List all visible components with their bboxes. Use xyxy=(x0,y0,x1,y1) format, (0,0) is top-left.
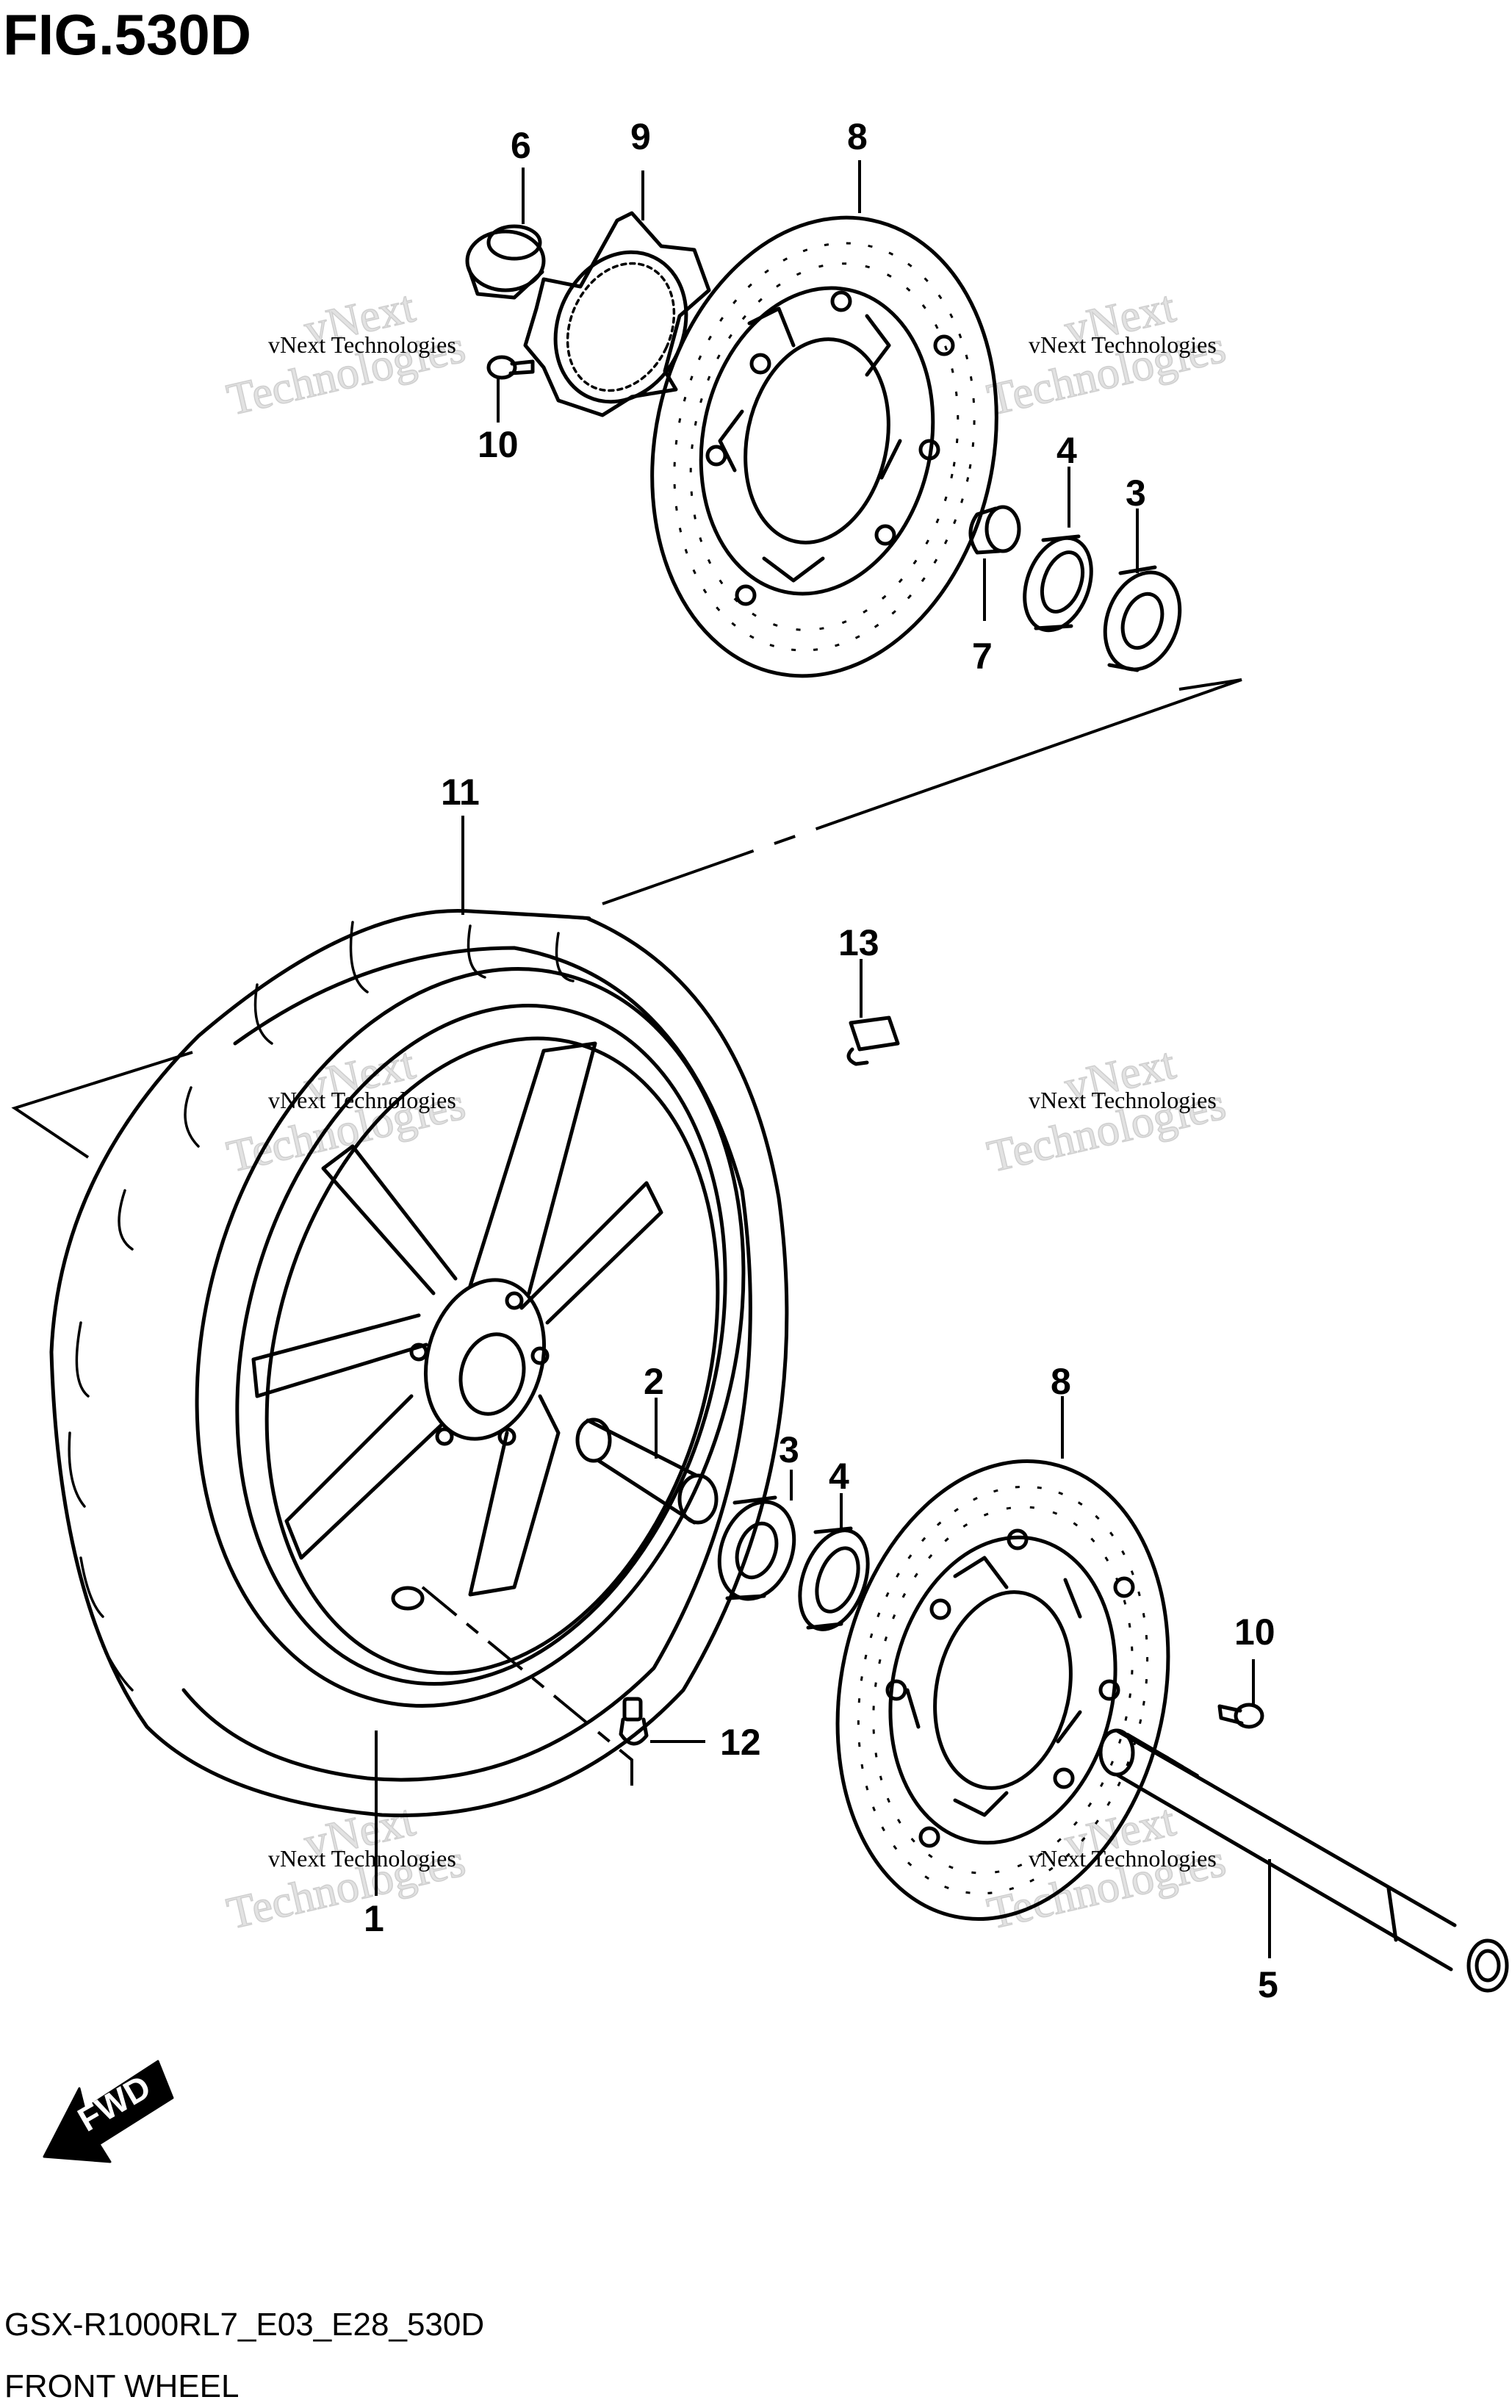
bearing-icon-lower xyxy=(717,1495,796,1601)
callout-6: 6 xyxy=(511,125,531,166)
callout-11: 11 xyxy=(441,772,480,813)
svg-text:vNext Technologies: vNext Technologies xyxy=(1029,1087,1217,1113)
callout-4-lower: 4 xyxy=(829,1456,849,1497)
sensor-rotor-ring-icon xyxy=(523,211,711,417)
callout-10-upper: 10 xyxy=(478,424,519,465)
figure-title: FIG.530D xyxy=(3,2,251,67)
callout-4-upper: 4 xyxy=(1056,430,1077,471)
model-code: GSX-R1000RL7_E03_E28_530D xyxy=(4,2307,484,2343)
callout-8-upper: 8 xyxy=(847,116,868,157)
svg-text:vNext Technologies: vNext Technologies xyxy=(268,331,456,358)
callout-2: 2 xyxy=(644,1361,664,1402)
wheel-rim-icon xyxy=(195,967,746,1708)
callout-numbers: 6 9 8 10 4 3 7 11 13 2 3 4 8 10 12 1 5 xyxy=(364,116,1278,2005)
callout-5: 5 xyxy=(1258,1964,1278,2005)
watermark-mid-right: Technologies vNext vNext Technologies xyxy=(982,1038,1231,1183)
brake-disc-icon-upper xyxy=(650,215,998,678)
brake-disc-icon-lower xyxy=(835,1459,1170,1921)
clip-icon xyxy=(846,1016,900,1066)
figure-caption: FRONT WHEEL xyxy=(4,2368,239,2404)
watermark-top-right: Technologies vNext vNext Technologies xyxy=(982,281,1231,426)
svg-text:vNext Technologies: vNext Technologies xyxy=(268,1845,456,1872)
callout-12: 12 xyxy=(720,1722,761,1763)
tire-icon xyxy=(49,908,789,1818)
callout-7: 7 xyxy=(972,636,993,677)
watermark-top-left: Technologies vNext vNext Technologies xyxy=(222,281,470,426)
oil-seal-icon-upper xyxy=(1023,534,1093,633)
svg-text:vNext Technologies: vNext Technologies xyxy=(268,1087,456,1113)
callout-13: 13 xyxy=(838,922,879,963)
spacer-nut-icon xyxy=(465,224,546,300)
axle-icon xyxy=(1098,1728,1509,1993)
svg-text:vNext Technologies: vNext Technologies xyxy=(1029,331,1217,358)
oil-seal-icon-lower xyxy=(798,1526,870,1631)
assembly-lines xyxy=(11,678,1242,1786)
callout-1: 1 xyxy=(364,1898,384,1939)
bearing-icon-upper xyxy=(1103,565,1182,672)
callout-10-lower: 10 xyxy=(1234,1611,1275,1653)
spacer-icon xyxy=(575,1417,719,1525)
watermark-bottom-left: Technologies vNext vNext Technologies xyxy=(222,1795,470,1940)
leader-lines xyxy=(375,160,1271,1958)
bolt-icon-lower xyxy=(1217,1703,1264,1729)
callout-3-lower: 3 xyxy=(779,1429,799,1470)
collar-icon xyxy=(968,505,1021,555)
callout-9: 9 xyxy=(630,116,651,157)
bolt-icon-upper xyxy=(486,355,535,380)
watermark-bottom-right: Technologies vNext vNext Technologies xyxy=(982,1795,1231,1940)
valve-icon xyxy=(619,1697,649,1746)
fwd-arrow-icon: FWD xyxy=(43,2060,174,2163)
callout-3-upper: 3 xyxy=(1126,472,1146,514)
callout-8-lower: 8 xyxy=(1051,1361,1071,1402)
svg-text:vNext Technologies: vNext Technologies xyxy=(1029,1845,1217,1872)
